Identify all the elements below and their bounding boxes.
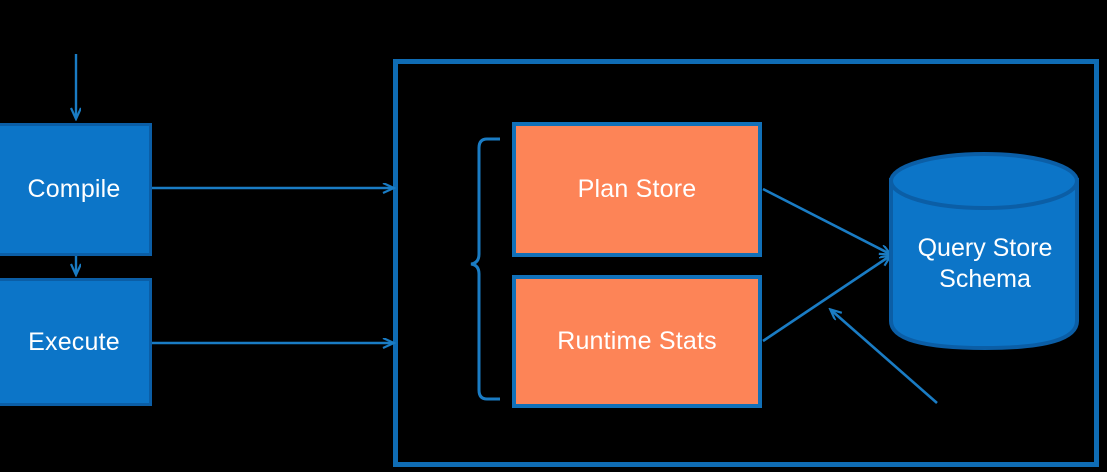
arrow-plan-store-to-schema xyxy=(762,187,890,254)
node-query-store-schema-label-line1: Query Store xyxy=(917,234,1053,262)
query-store-container xyxy=(393,59,1099,467)
node-execute-label: Execute xyxy=(28,327,120,356)
node-runtime-stats[interactable]: Runtime Stats xyxy=(512,275,762,408)
node-plan-store-label: Plan Store xyxy=(577,175,697,203)
node-execute[interactable]: Execute xyxy=(0,278,152,406)
node-query-store-schema-label: Query Store Schema xyxy=(890,233,1080,295)
group-brace xyxy=(470,137,500,401)
node-compile[interactable]: Compile xyxy=(0,123,152,256)
query-store-schema-cylinder xyxy=(889,152,1079,351)
arrow-external-to-schema xyxy=(831,310,938,404)
node-query-store-schema-label-line2: Schema xyxy=(939,265,1031,293)
node-compile-label: Compile xyxy=(27,175,121,203)
node-runtime-stats-label: Runtime Stats xyxy=(557,327,717,355)
node-plan-store[interactable]: Plan Store xyxy=(512,122,762,257)
arrow-runtime-stats-to-schema xyxy=(762,256,890,343)
